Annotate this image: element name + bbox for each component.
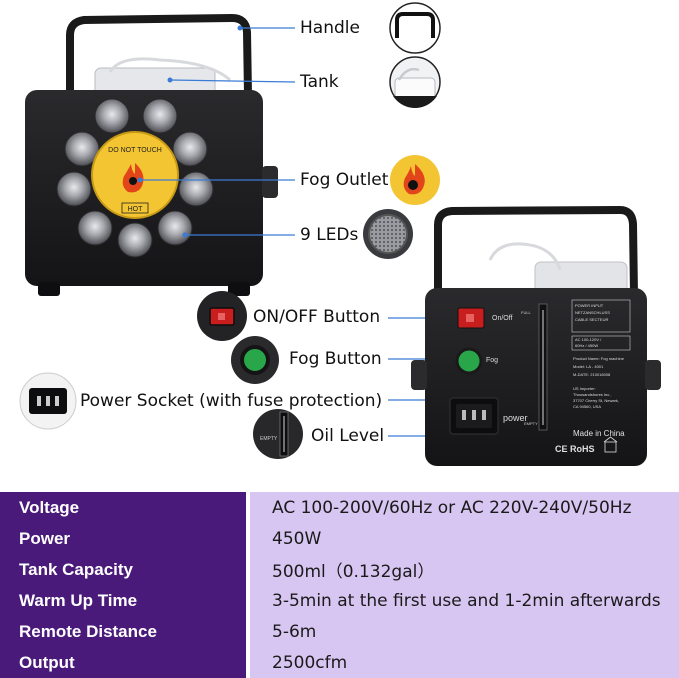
spec-table: Voltage AC 100-200V/60Hz or AC 220V-240V… <box>0 492 679 678</box>
rear-model-text: Model: LA - 4001 <box>573 364 604 369</box>
spec-value: 450W <box>250 523 679 554</box>
spec-key: Voltage <box>0 492 246 523</box>
rear-cert-text: CE RoHS <box>555 444 595 454</box>
rear-power-text: power <box>503 413 528 423</box>
front-handle <box>66 13 252 96</box>
rear-power-input-text: POWER INPUT <box>575 303 604 308</box>
spec-row-remote-distance: Remote Distance 5-6m <box>0 616 679 648</box>
badge-hot-text: HOT <box>128 206 144 213</box>
front-callout-lines <box>140 27 296 236</box>
rear-cable-text: CABLE SECTEUR <box>575 317 609 322</box>
spec-value: 500ml（0.132gal） <box>250 554 679 585</box>
front-led-ring <box>56 98 214 258</box>
svg-text:EMPTY: EMPTY <box>260 436 278 442</box>
led-2 <box>142 98 178 134</box>
spec-row-power: Power 450W <box>0 523 679 555</box>
spec-value: 3-5min at the first use and 1-2min after… <box>250 585 679 616</box>
spec-value: AC 100-200V/60Hz or AC 220V-240V/50Hz <box>250 492 679 523</box>
front-side-knob <box>262 166 278 198</box>
power-socket-label: Power Socket (with fuse protection) <box>80 391 383 411</box>
rear-tube <box>488 242 562 271</box>
tank-label: Tank <box>300 72 339 92</box>
rear-made-in-text: Made in China <box>573 429 625 438</box>
rear-full-text: FULL <box>521 310 531 315</box>
rear-label-plate <box>571 299 631 333</box>
rear-knob-right <box>645 360 661 390</box>
led-8 <box>157 210 193 246</box>
flame-icon <box>122 163 144 193</box>
rear-recycle-icon <box>604 441 617 453</box>
led-6 <box>178 171 214 207</box>
rear-importer4-text: CA 94560, USA <box>573 404 602 409</box>
spec-value: 5-6m <box>250 616 679 647</box>
handle-label: Handle <box>300 18 360 38</box>
front-callout-dots <box>137 25 243 238</box>
rear-fog-text: Fog <box>486 357 499 364</box>
led-4 <box>172 131 208 167</box>
fog-outlet-thumbnail <box>390 155 440 205</box>
onoff-thumbnail <box>197 291 247 341</box>
rear-mdate-text: M-DATE: 210018008 <box>573 372 611 377</box>
rear-importer3-text: 37707 Cherry St, Newark, <box>573 398 620 403</box>
rear-fog-machine <box>411 205 661 466</box>
rear-product-name-text: Product Name: Fog machine <box>573 356 624 361</box>
oil-level-thumbnail: EMPTY <box>253 409 303 459</box>
fog-button-label: Fog Button <box>289 349 382 369</box>
rear-knob-left <box>411 360 427 390</box>
led-7 <box>77 210 113 246</box>
front-foot-right <box>228 282 250 296</box>
led-thumbnail <box>363 209 413 259</box>
spec-key: Power <box>0 523 246 554</box>
spec-value: 2500cfm <box>250 647 679 678</box>
spec-row-tank-capacity: Tank Capacity 500ml（0.132gal） <box>0 554 679 586</box>
spec-key: Remote Distance <box>0 616 246 647</box>
spec-row-voltage: Voltage AC 100-200V/60Hz or AC 220V-240V… <box>0 492 679 524</box>
fog-button-thumbnail <box>231 336 279 384</box>
front-tube <box>108 57 232 82</box>
badge-top-text: DO NOT TOUCH <box>108 147 162 154</box>
rear-fog-button <box>455 347 483 375</box>
led-5 <box>56 171 92 207</box>
leds-label: 9 LEDs <box>300 225 359 245</box>
led-3 <box>64 131 100 167</box>
spec-row-output: Output 2500cfm <box>0 647 679 678</box>
rear-onoff-text: On/Off <box>492 315 513 322</box>
rear-importer-text: US Importer: <box>573 386 596 391</box>
rear-handle <box>434 205 638 296</box>
rear-netz-text: NETZANSCHLUSS <box>575 310 610 315</box>
rear-importer2-text: Thousandshores Inc., <box>573 392 612 397</box>
rear-ac2-text: 60Hz / 450W <box>575 343 599 348</box>
front-fog-machine: DO NOT TOUCH HOT <box>25 13 661 466</box>
fog-outlet-label: Fog Outlet <box>300 170 389 190</box>
tank-thumbnail <box>389 56 441 108</box>
spec-row-warm-up-time: Warm Up Time 3-5min at the first use and… <box>0 585 679 617</box>
rear-ac-text: AC 100-120V / <box>575 337 602 342</box>
rear-empty-text: EMPTY <box>524 421 538 426</box>
front-foot-left <box>38 282 60 296</box>
power-socket-thumbnail <box>19 372 77 430</box>
spec-key: Warm Up Time <box>0 585 246 616</box>
spec-key: Tank Capacity <box>0 554 246 585</box>
spec-key: Output <box>0 647 246 678</box>
led-9 <box>117 222 153 258</box>
handle-thumbnail <box>389 2 441 54</box>
badge-hot-box <box>121 202 149 214</box>
oil-level-label: Oil Level <box>311 426 385 446</box>
led-1 <box>94 98 130 134</box>
onoff-label: ON/OFF Button <box>253 307 381 327</box>
